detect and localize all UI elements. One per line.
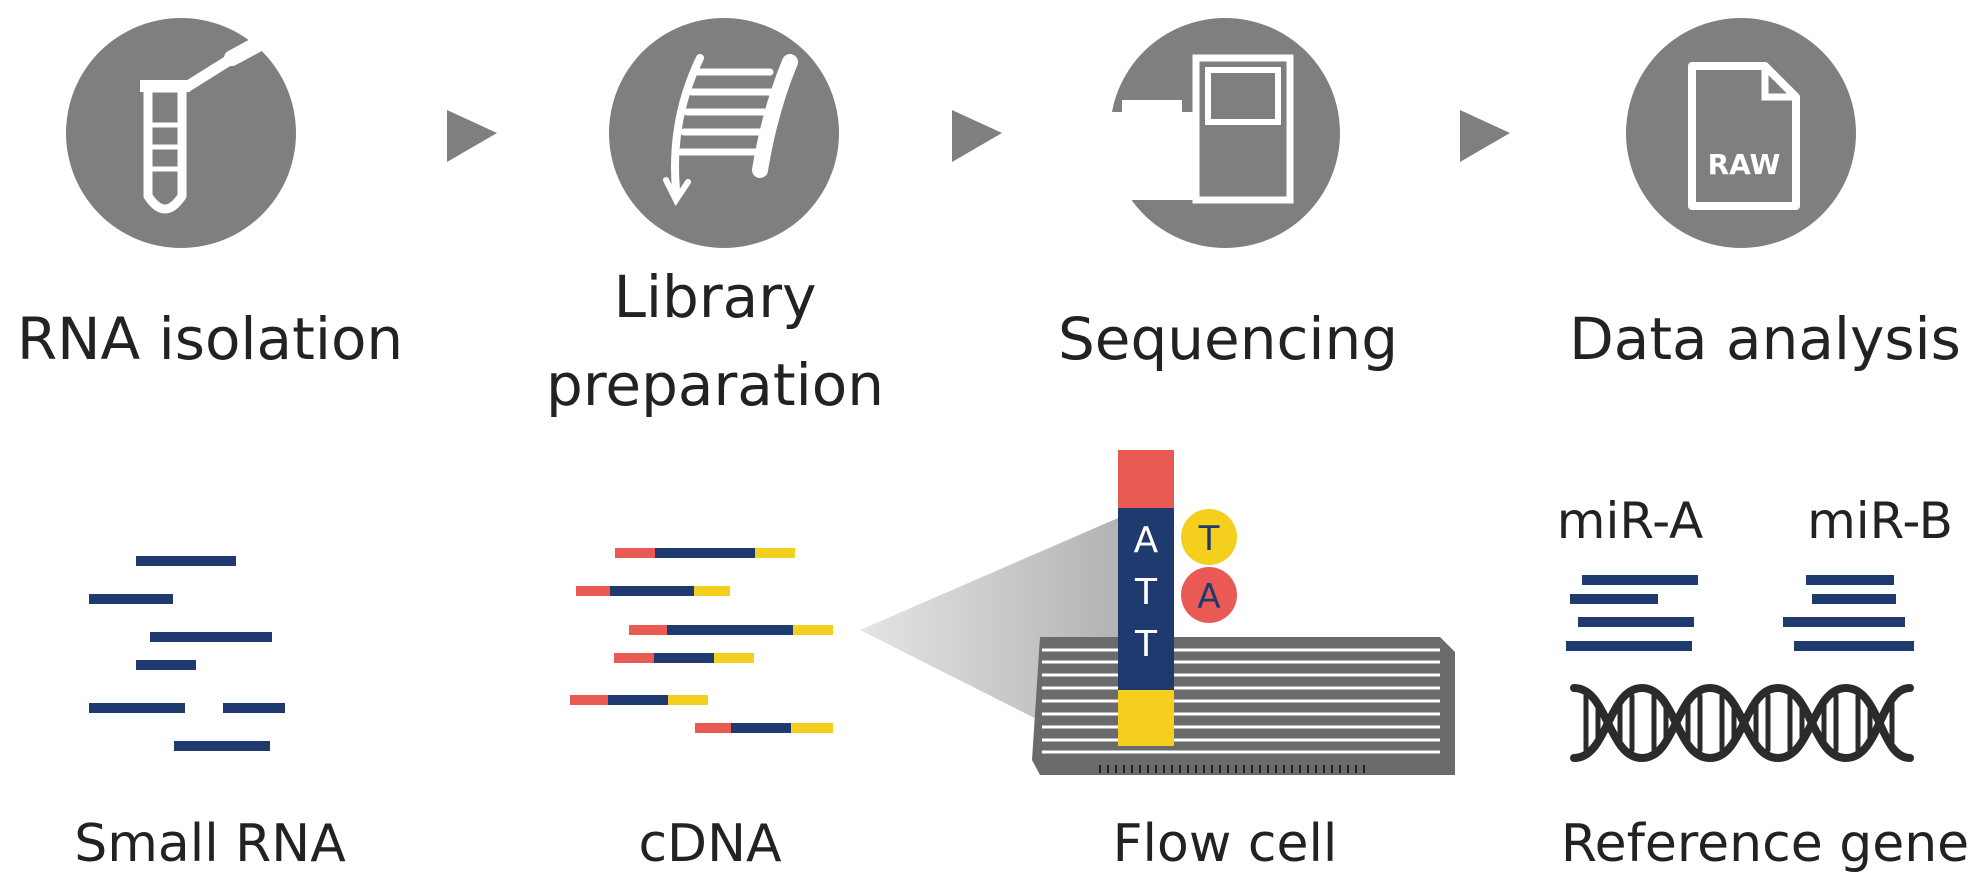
flow-cell-slide bbox=[1032, 637, 1455, 775]
label-small-rna: Small RNA bbox=[74, 814, 346, 874]
base-label: A bbox=[1134, 520, 1159, 561]
label-flow-cell: Flow cell bbox=[1112, 814, 1338, 874]
incoming-base-label: A bbox=[1197, 577, 1220, 617]
strand-icon bbox=[609, 18, 839, 248]
step-label-sequencing: Sequencing bbox=[1057, 305, 1399, 373]
arrow-right-icon bbox=[447, 110, 497, 162]
base-label: T bbox=[1134, 572, 1158, 613]
tube-pipette-icon bbox=[66, 18, 296, 248]
raw-file-text: RAW bbox=[1708, 148, 1781, 181]
sequencer-icon bbox=[1110, 18, 1340, 248]
mirna-label-b: miR-B bbox=[1807, 492, 1953, 550]
mapped-reads bbox=[1566, 575, 1914, 651]
dna-helix-icon bbox=[1570, 683, 1914, 763]
cdna-fragments bbox=[570, 548, 833, 733]
sequencing-strand: A T T bbox=[1118, 450, 1174, 746]
step-label-library-line1: Library bbox=[613, 263, 817, 331]
label-cdna: cDNA bbox=[638, 814, 782, 874]
step-label-rna-isolation: RNA isolation bbox=[16, 305, 404, 373]
raw-file-icon: RAW bbox=[1626, 18, 1856, 248]
incoming-nucleotides: T A bbox=[1181, 509, 1237, 623]
arrow-right-icon bbox=[1460, 110, 1510, 162]
step-label-data-analysis: Data analysis bbox=[1569, 305, 1961, 373]
step-label-library-line2: preparation bbox=[546, 351, 884, 419]
small-rna-strands bbox=[89, 556, 285, 751]
base-label: T bbox=[1134, 624, 1158, 665]
label-reference-gene: Reference gene bbox=[1560, 814, 1970, 874]
mirna-label-a: miR-A bbox=[1556, 492, 1704, 550]
incoming-base-label: T bbox=[1198, 519, 1220, 559]
arrow-right-icon bbox=[952, 110, 1002, 162]
